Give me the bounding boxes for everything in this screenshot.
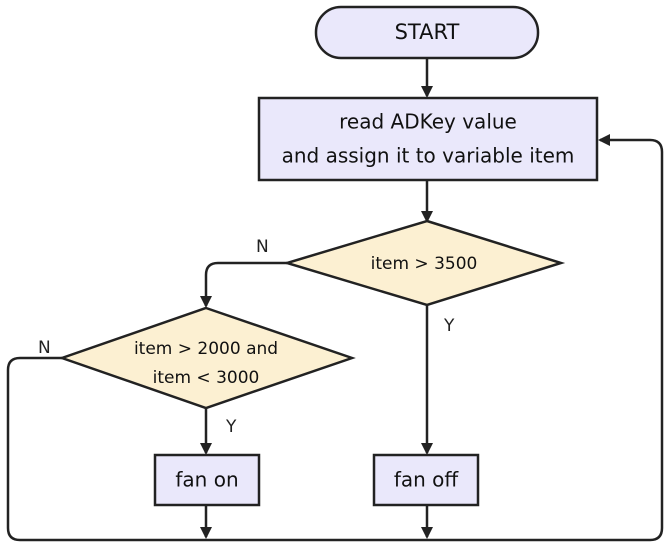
- fan-off-shape: [372, 453, 480, 507]
- start-node: START: [314, 5, 540, 60]
- cond2-node: item > 2000 and item < 3000: [58, 306, 356, 410]
- connectors: [6, 58, 664, 542]
- fan-on-shape: [153, 453, 261, 507]
- edge-cond2-no-loop: [6, 134, 664, 542]
- cond1-node: item > 3500: [282, 219, 566, 307]
- start-shape: [314, 5, 540, 60]
- cond2-yes-label: Y: [225, 417, 237, 437]
- cond1-yes-label: Y: [443, 316, 455, 336]
- fan-off-node: fan off: [372, 453, 480, 507]
- cond2-no-label: N: [38, 338, 51, 358]
- fan-on-label: fan on: [175, 468, 238, 492]
- cond1-no-label: N: [256, 237, 269, 257]
- fan-on-node: fan on: [153, 453, 261, 507]
- fan-off-label: fan off: [394, 468, 460, 492]
- cond1-shape: [282, 219, 566, 307]
- cond2-label-line2: item < 3000: [153, 368, 260, 388]
- cond2-label-line1: item > 2000 and: [134, 339, 278, 359]
- read-label-line2: and assign it to variable item: [282, 144, 575, 168]
- edge-cond1-no-to-cond2: [200, 261, 287, 308]
- read-label-line1: read ADKey value: [339, 110, 517, 134]
- read-node: read ADKey value and assign it to variab…: [257, 96, 599, 182]
- cond1-label: item > 3500: [371, 254, 478, 274]
- start-label: START: [395, 20, 460, 44]
- read-shape: [257, 96, 599, 182]
- cond2-shape: [58, 306, 356, 410]
